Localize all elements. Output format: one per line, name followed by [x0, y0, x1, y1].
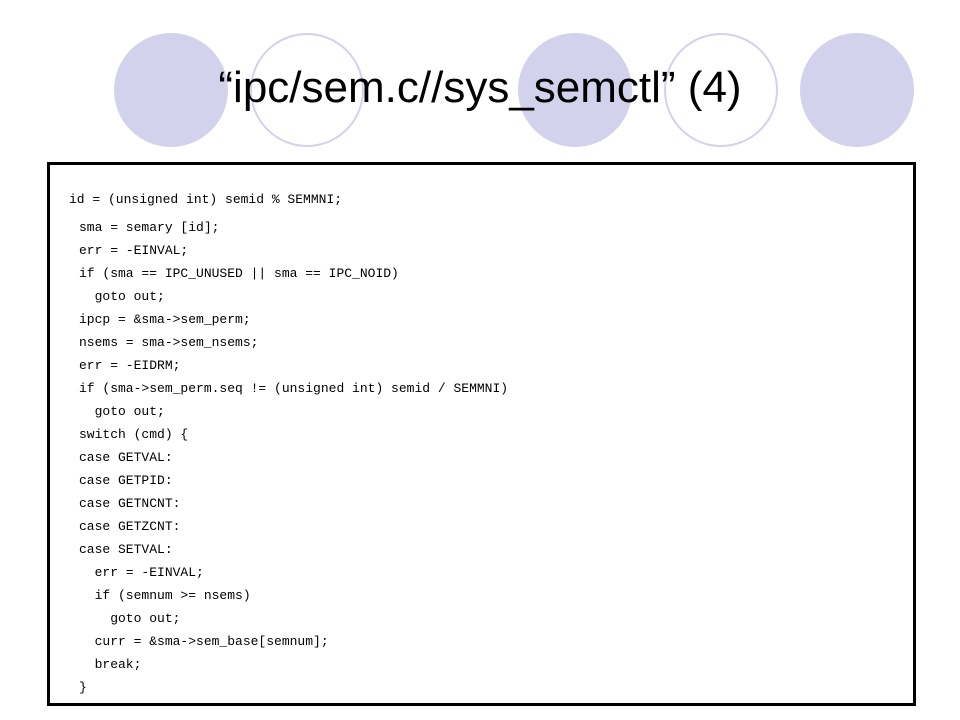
decor-circle-3 — [518, 33, 632, 147]
code-line: break; — [79, 657, 142, 672]
code-line: err = -EIDRM; — [79, 358, 181, 373]
code-line: nsems = sma->sem_nsems; — [79, 335, 259, 350]
code-line: curr = &sma->sem_base[semnum]; — [79, 634, 329, 649]
code-line: case GETVAL: — [79, 450, 173, 465]
code-line: goto out; — [79, 289, 165, 304]
code-line: if (sma == IPC_UNUSED || sma == IPC_NOID… — [79, 266, 399, 281]
code-line: case GETZCNT: — [79, 519, 181, 534]
decor-circle-5 — [800, 33, 914, 147]
code-line: sma = semary [id]; — [79, 220, 220, 235]
code-line: case SETVAL: — [79, 542, 173, 557]
code-line: err = -EINVAL; — [79, 565, 204, 580]
code-line: case GETPID: — [79, 473, 173, 488]
code-line: case GETNCNT: — [79, 496, 181, 511]
code-line: if (semnum >= nsems) — [79, 588, 251, 603]
code-line: } — [79, 680, 87, 695]
decor-circle-1 — [114, 33, 228, 147]
code-line: goto out; — [79, 404, 165, 419]
code-line: err = -EINVAL; — [79, 243, 189, 258]
code-line: if (sma->sem_perm.seq != (unsigned int) … — [79, 381, 509, 396]
code-line: ipcp = &sma->sem_perm; — [79, 312, 251, 327]
slide-title: “ipc/sem.c//sys_semctl” (4) — [218, 63, 742, 112]
code-line: goto out; — [79, 611, 181, 626]
code-line: id = (unsigned int) semid % SEMMNI; — [69, 192, 343, 207]
code-line: switch (cmd) { — [79, 427, 189, 442]
code-block: id = (unsigned int) semid % SEMMNI; sma … — [47, 162, 916, 706]
decor-circle-2 — [250, 33, 364, 147]
decor-circle-4 — [664, 33, 778, 147]
